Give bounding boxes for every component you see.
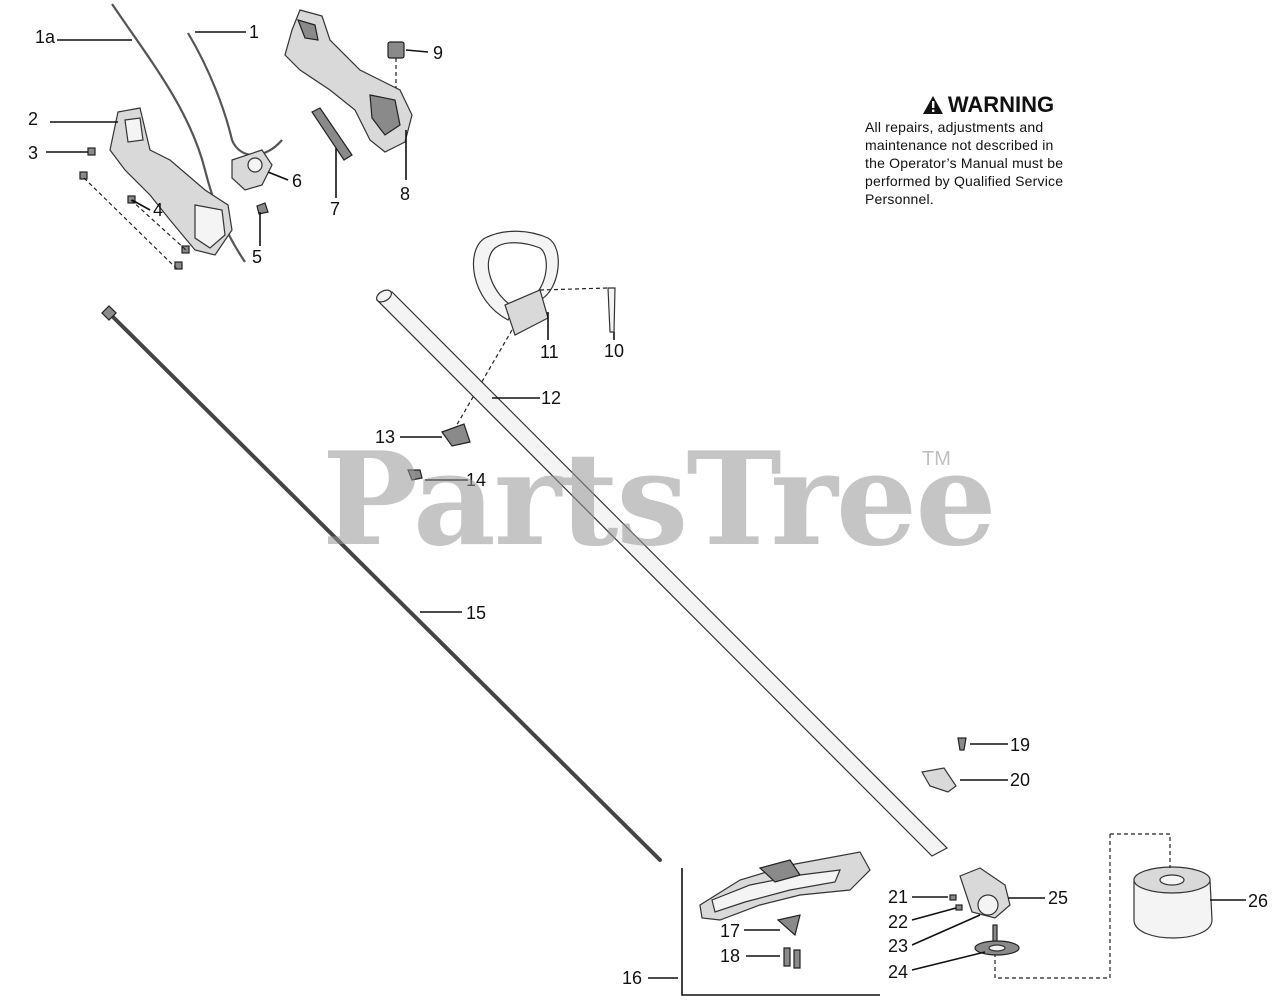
label-part-7: 7 <box>330 199 340 219</box>
loop-handle <box>472 230 559 336</box>
handle-screw <box>607 287 616 333</box>
handle-assembly <box>284 9 413 153</box>
leader-lines <box>46 31 1246 979</box>
drive-shaft <box>106 310 662 862</box>
warning-triangle-icon <box>922 96 943 114</box>
warning-notice: WARNING All repairs, adjustments and mai… <box>865 92 1125 208</box>
label-part-22: 22 <box>888 912 908 932</box>
guard-screws <box>783 947 801 969</box>
line-cutter-blade <box>776 914 801 937</box>
label-part-2: 2 <box>28 109 38 129</box>
label-part-20: 20 <box>1010 770 1030 790</box>
label-part-3: 3 <box>28 143 38 163</box>
gear-head <box>959 867 1011 919</box>
label-part-17: 17 <box>720 921 740 941</box>
throttle-trigger <box>231 149 273 191</box>
warning-title-text: WARNING <box>947 92 1055 117</box>
warning-heading: WARNING <box>851 92 1125 118</box>
label-part-21: 21 <box>888 887 908 907</box>
label-part-24: 24 <box>888 962 908 982</box>
label-part-1a: 1a <box>35 27 56 47</box>
label-part-12: 12 <box>541 388 561 408</box>
label-part-15: 15 <box>466 603 486 623</box>
label-part-16: 16 <box>622 968 642 988</box>
shaft-tube <box>376 289 948 857</box>
knob-screw <box>407 469 423 481</box>
label-part-5: 5 <box>252 247 262 267</box>
label-part-25: 25 <box>1048 888 1068 908</box>
label-part-13: 13 <box>375 427 395 447</box>
partstree-watermark: PartsTree <box>322 425 997 575</box>
trimmer-head <box>1133 866 1213 939</box>
warning-body-text: All repairs, adjustments and maintenance… <box>865 119 1064 207</box>
label-part-18: 18 <box>720 946 740 966</box>
grass-guard <box>699 851 871 921</box>
gear-head-screw-2 <box>955 904 963 911</box>
output-shaft <box>992 924 998 944</box>
label-part-4: 4 <box>153 200 163 220</box>
label-part-10: 10 <box>604 341 624 361</box>
throttle-housing <box>109 107 233 256</box>
label-part-26: 26 <box>1248 891 1268 911</box>
clamp-screw <box>957 737 967 751</box>
stop-cable <box>187 32 283 156</box>
guard-clamp <box>921 767 957 793</box>
label-part-19: 19 <box>1010 735 1030 755</box>
label-part-1: 1 <box>249 22 259 42</box>
gear-head-screw <box>949 894 957 901</box>
label-part-9: 9 <box>433 43 443 63</box>
trademark-mark: TM <box>922 448 951 470</box>
label-part-8: 8 <box>400 184 410 204</box>
label-part-6: 6 <box>292 171 302 191</box>
switch-button <box>387 41 405 88</box>
throttle-cable <box>111 3 246 263</box>
bracket <box>441 423 471 447</box>
part-number-labels: 1a 1 2 3 4 5 6 7 8 9 10 11 12 13 14 15 1… <box>28 22 1268 988</box>
label-part-23: 23 <box>888 936 908 956</box>
guard-bracket-line <box>681 868 880 996</box>
label-part-14: 14 <box>466 470 486 490</box>
small-clip <box>256 202 269 215</box>
switch-rod <box>311 107 353 161</box>
head-dashed-connector <box>1110 833 1171 868</box>
label-part-11: 11 <box>540 342 559 362</box>
